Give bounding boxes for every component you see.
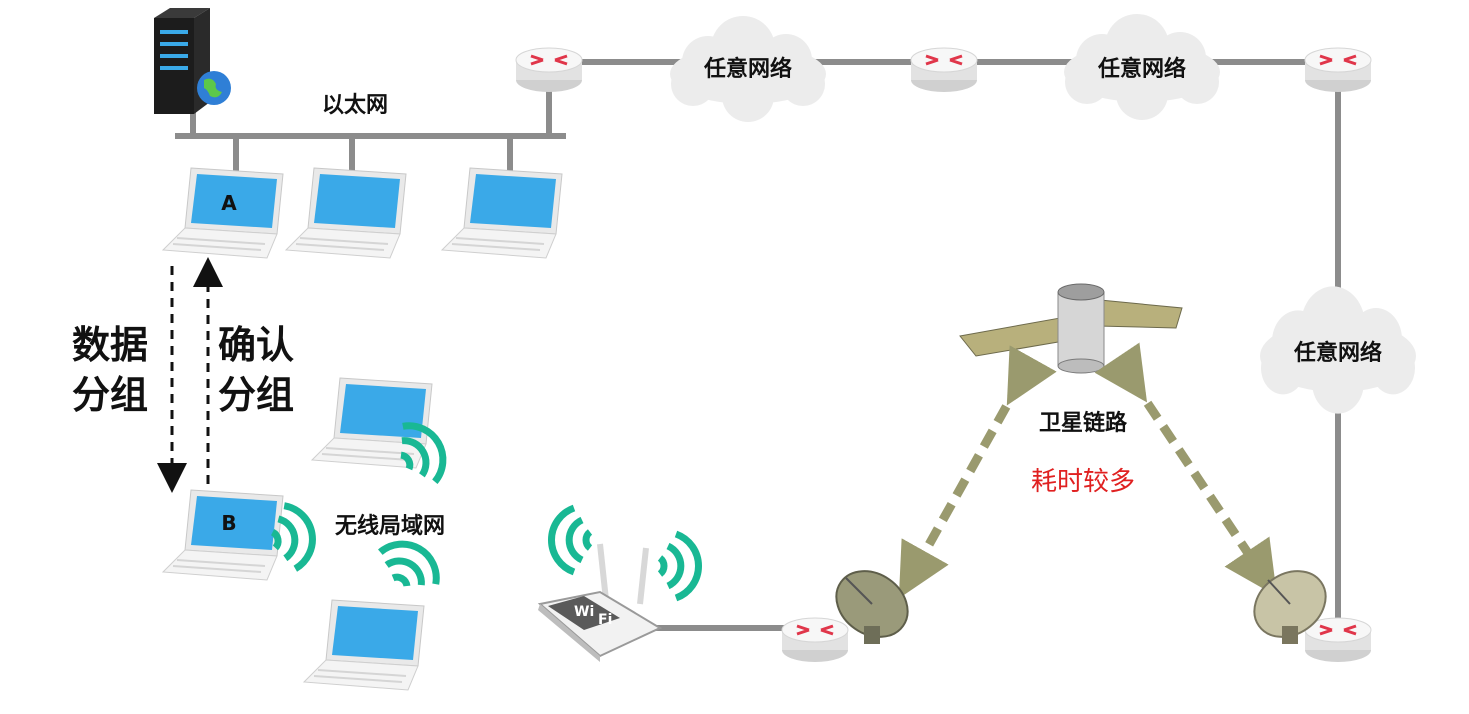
satellite-link-label: 卫星链路: [1039, 410, 1128, 436]
ack-packet-label-2: 分组: [218, 373, 294, 417]
laptop-icon: [441, 167, 563, 259]
ethernet-label: 以太网: [322, 93, 388, 118]
any-network-label: 任意网络: [1097, 56, 1186, 82]
satellite-icon: [959, 283, 1183, 374]
data-packet-label-1: 数据: [72, 323, 148, 367]
wifi-signal-icon: [551, 508, 590, 572]
host-a-label: A: [221, 191, 237, 215]
satellite-dish-icon: [1253, 570, 1327, 644]
wifi-signal-icon: [372, 533, 447, 598]
ack-packet-label-1: 确认: [218, 323, 294, 367]
data-packet-label-2: 分组: [72, 373, 148, 417]
laptop-icon: [162, 489, 284, 581]
router-icon: [1303, 46, 1373, 94]
any-network-label: 任意网络: [703, 56, 792, 82]
satellite-dish-icon: [835, 570, 909, 644]
router-icon: [780, 616, 850, 664]
any-network-label: 任意网络: [1293, 340, 1382, 366]
router-icon: [514, 46, 584, 94]
router-icon: [1303, 616, 1373, 664]
wifi-router-icon: Wi Fi: [537, 543, 663, 662]
satellite-link-arrow: [898, 342, 1278, 599]
laptop-icon: [303, 599, 425, 691]
host-b-label: B: [221, 511, 236, 535]
laptop-icon: [285, 167, 407, 259]
wifi-signal-icon: [660, 534, 699, 598]
wifi-word-1: Wi: [574, 604, 594, 620]
wireless-lan-label: 无线局域网: [335, 513, 445, 539]
router-icon: [909, 46, 979, 94]
links: [175, 59, 1341, 640]
wifi-word-2: Fi: [598, 612, 612, 628]
time-consuming-label: 耗时较多: [1031, 467, 1135, 497]
server-icon: [154, 8, 231, 114]
